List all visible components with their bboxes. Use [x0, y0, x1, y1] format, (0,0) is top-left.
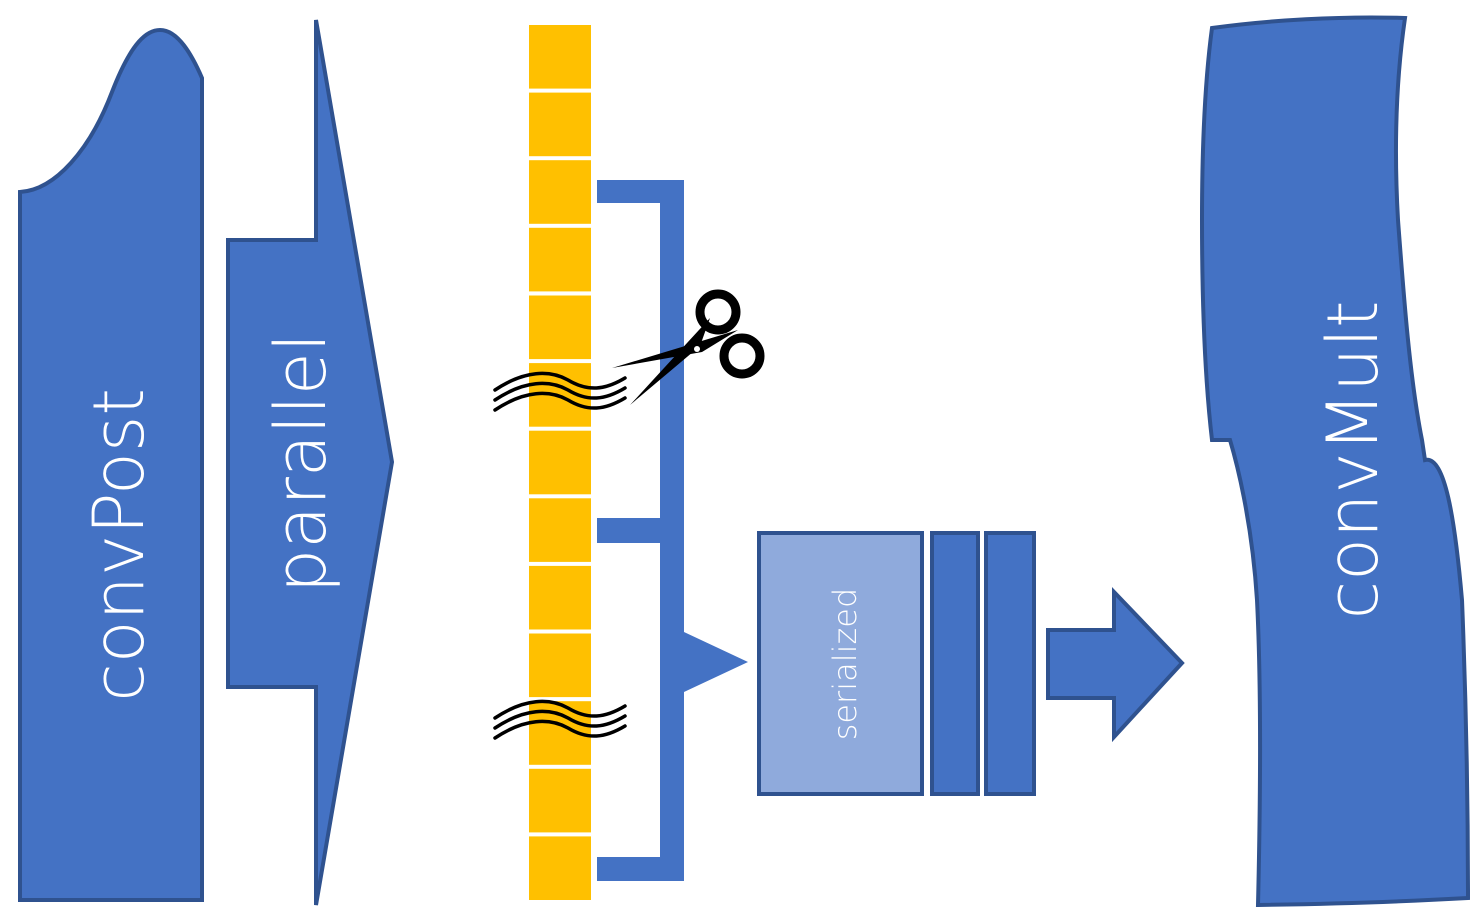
- conv-mult-shape: [1199, 15, 1471, 908]
- wavy-cut-icon: [493, 371, 627, 412]
- conv-mult-label: convMult: [1312, 301, 1394, 620]
- queue-cell: [529, 768, 591, 833]
- parallel-label: parallel: [260, 333, 342, 593]
- queue-cell: [529, 498, 591, 562]
- conv-post-block: convPost: [18, 27, 204, 902]
- item-queue: [529, 25, 591, 900]
- serialized-slot-1: [930, 531, 980, 796]
- queue-cell: [529, 92, 591, 157]
- queue-cell: [529, 633, 591, 698]
- queue-cell: [529, 160, 591, 224]
- conv-mult-block: convMult: [1199, 15, 1471, 908]
- batch-bracket: [597, 180, 748, 881]
- queue-cell: [529, 25, 591, 89]
- serialized-label: serialized: [826, 588, 864, 741]
- queue-cell: [529, 227, 591, 292]
- queue-cell: [529, 295, 591, 360]
- scissors-icon: [612, 289, 765, 405]
- conv-post-label: convPost: [78, 388, 160, 702]
- queue-cell: [529, 430, 591, 495]
- right-arrow: [1046, 587, 1185, 743]
- queue-cell: [529, 565, 591, 630]
- queue-cell: [529, 836, 591, 900]
- serialized-block: serialized: [757, 531, 1036, 796]
- parallel-arrow: parallel: [226, 19, 395, 906]
- conv-post-shape: [18, 27, 204, 902]
- serialized-slot-2: [984, 531, 1036, 796]
- serialized-box: [757, 531, 924, 796]
- parallel-arrow-shape: [226, 19, 395, 906]
- wavy-cut-icon: [493, 699, 627, 740]
